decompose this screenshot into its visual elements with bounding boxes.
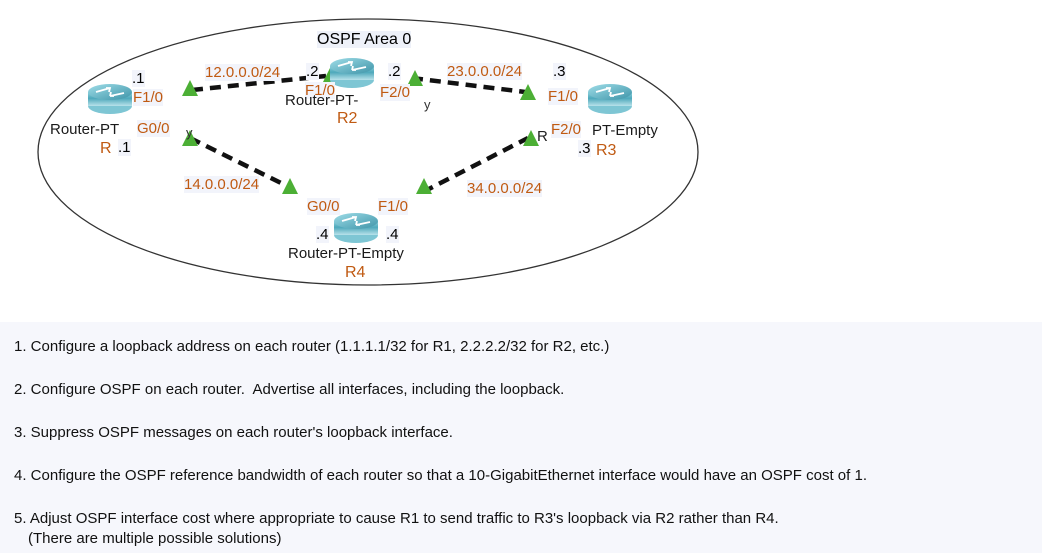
- network-label-12: 12.0.0.0/24: [205, 64, 281, 81]
- instruction-item-3: 3. Suppress OSPF messages on each router…: [14, 424, 453, 441]
- instruction-item-4: 4. Configure the OSPF reference bandwidt…: [14, 467, 867, 484]
- r2-interface-f1-0: F1/0: [305, 82, 336, 99]
- connector-r4-f1-0: [416, 178, 432, 194]
- r1-interface-g0-0: G0/0: [137, 120, 170, 137]
- connector-r4-g0-0: [282, 178, 298, 194]
- connector-r1-f1-0: [182, 80, 198, 96]
- r4-interface-f1-0: F1/0: [378, 198, 409, 215]
- r3-interface-f2-0: F2/0: [551, 121, 582, 138]
- r2-stray-mark: y: [424, 97, 431, 112]
- link-r2-r3: [411, 75, 526, 95]
- network-label-34: 34.0.0.0/24: [467, 180, 543, 197]
- network-label-23: 23.0.0.0/24: [447, 63, 523, 80]
- instructions-panel: 1. Configure a loopback address on each …: [0, 322, 1042, 553]
- instruction-item-2: 2. Configure OSPF on each router. Advert…: [14, 381, 565, 398]
- r1-octet-top: .1: [132, 70, 145, 87]
- network-diagram: OSPF Area 0 .1 F1/0 Router-PT G0/0 y R .…: [37, 18, 699, 286]
- instruction-item-5: 5. Adjust OSPF interface cost where appr…: [14, 510, 779, 527]
- link-r1-r2: [191, 73, 327, 93]
- instruction-item-1: 1. Configure a loopback address on each …: [14, 338, 610, 355]
- r1-device-label: Router-PT: [50, 121, 120, 138]
- router-icon-r3: [588, 84, 632, 114]
- r3-name: R3: [596, 142, 617, 159]
- instruction-subnote: (There are multiple possible solutions): [28, 530, 282, 547]
- r3-octet-bottom: .3: [578, 140, 591, 157]
- r3-octet-top: .3: [553, 63, 566, 80]
- diagram-canvas: [37, 18, 699, 286]
- ospf-area-title: OSPF Area 0: [317, 31, 412, 48]
- connector-r3-f2-0: [523, 130, 539, 146]
- r2-name: R2: [337, 110, 358, 127]
- network-label-14: 14.0.0.0/24: [184, 176, 260, 193]
- r4-interface-g0-0: G0/0: [307, 198, 340, 215]
- r2-device-label: Router-PT-: [285, 92, 359, 109]
- r4-octet-left: .4: [316, 226, 329, 243]
- r4-device-label: Router-PT-Empty: [288, 245, 404, 262]
- r4-name: R4: [345, 264, 366, 281]
- r2-interface-f2-0: F2/0: [380, 84, 411, 101]
- ospf-area-ellipse: [37, 18, 699, 286]
- link-r1-r4: [189, 135, 288, 189]
- r2-octet-left: .2: [306, 63, 319, 80]
- router-icon-r2: [330, 58, 374, 88]
- connector-r2-f2-0: [407, 70, 423, 86]
- router-icon-r1: [88, 84, 132, 114]
- r1-name: R: [100, 140, 112, 157]
- r1-stray-mark: y: [186, 125, 193, 140]
- r3-device-label: PT-Empty: [592, 122, 658, 139]
- connector-r1-g0-0: [182, 130, 198, 146]
- connector-r3-f1-0: [520, 84, 536, 100]
- router-icon-r4: [334, 213, 378, 243]
- r4-octet-right: .4: [386, 226, 399, 243]
- r2-octet-right: .2: [388, 63, 401, 80]
- r3-interface-f1-0: F1/0: [548, 88, 579, 105]
- r1-interface-f1-0: F1/0: [133, 89, 164, 106]
- link-r4-r3: [421, 135, 530, 195]
- r1-octet-bottom: .1: [118, 139, 131, 156]
- r3-stray-mark: R: [537, 128, 548, 145]
